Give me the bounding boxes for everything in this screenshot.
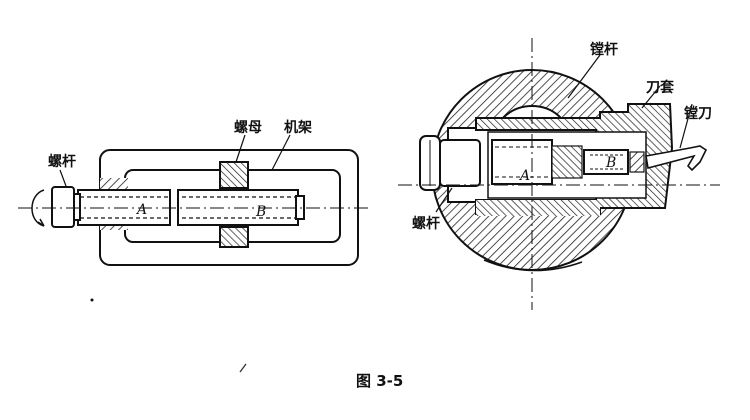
left-label-nut: 螺母 [234, 119, 262, 136]
figure-caption: 图 3-5 [356, 372, 403, 390]
left-mark-a: A [135, 202, 147, 218]
nut-top [219, 161, 249, 189]
right-label-tool-sleeve: 刀套 [646, 79, 674, 96]
left-mark-b: B [255, 204, 266, 220]
right-label-boring-bar: 镗杆 [590, 41, 618, 58]
boring-tool [645, 145, 708, 172]
right-mark-a: A [518, 168, 530, 184]
left-label-frame: 机架 [284, 119, 312, 136]
nut-bottom [219, 226, 249, 248]
left-assembly [18, 134, 372, 302]
right-assembly [398, 38, 720, 310]
screw-b-right [583, 149, 629, 175]
left-label-screw: 螺杆 [48, 153, 76, 170]
screw-head [51, 186, 75, 228]
right-label-screw: 螺杆 [412, 215, 440, 232]
right-label-boring-tool: 镗刀 [684, 105, 712, 122]
screw-head-right [439, 139, 481, 187]
right-mark-b: B [605, 155, 616, 171]
